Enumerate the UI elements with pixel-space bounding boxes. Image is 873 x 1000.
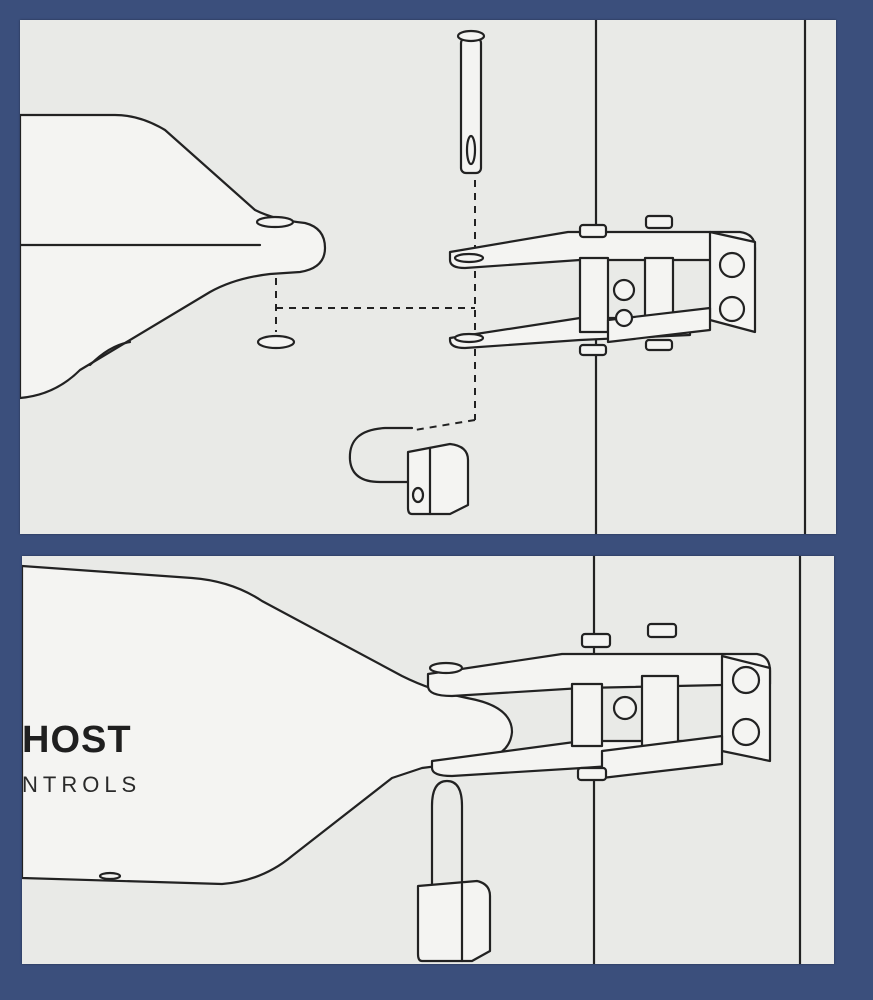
bolt-head	[614, 308, 634, 328]
bracket-bolts	[578, 214, 746, 357]
bolt-head	[578, 223, 608, 239]
hinge-pin-top	[428, 661, 464, 675]
bolt-head	[644, 214, 674, 230]
bolt-head	[612, 278, 636, 302]
bolt-head	[646, 622, 678, 639]
pin-head	[456, 29, 486, 43]
gate-arm	[20, 113, 327, 400]
assembled-view-panel: HOST NTROLS	[22, 556, 834, 964]
padlock-body	[416, 879, 492, 963]
padlock	[348, 426, 470, 516]
padlock-shackle	[348, 426, 414, 484]
gate-arm-detail	[88, 340, 132, 367]
gate-arm	[22, 564, 514, 886]
padlock-shackle	[430, 779, 464, 888]
padlock	[416, 779, 492, 963]
pin-slot	[465, 134, 477, 166]
padlock-body	[406, 442, 470, 516]
brand-logo: HOST	[22, 719, 132, 761]
exploded-assembly-drawing	[20, 20, 807, 534]
bracket-post-right	[640, 674, 680, 748]
top-plate-hole	[453, 252, 485, 264]
arm-pivot-hole	[255, 215, 295, 229]
bolt-head	[731, 717, 761, 747]
padlock-guide-line	[414, 419, 476, 431]
bracket-post-left	[578, 256, 610, 334]
washer	[256, 334, 296, 350]
bracket-post-left	[570, 682, 604, 748]
bolt-head	[578, 343, 608, 357]
bolt-head	[612, 695, 638, 721]
bolt-head	[580, 632, 612, 649]
bracket-lower-rail	[606, 306, 712, 344]
bolt-head	[576, 766, 608, 782]
brand-logo-subtext: NTROLS	[22, 772, 141, 797]
exploded-assembly-panel	[20, 20, 836, 534]
assembled-view-drawing: HOST NTROLS	[22, 556, 802, 964]
bracket-bolts	[576, 622, 761, 782]
bolt-head	[731, 665, 761, 695]
keyhole	[411, 486, 425, 504]
bottom-plate-hole	[453, 332, 485, 344]
arm-hole	[98, 871, 122, 881]
bolt-head	[718, 295, 746, 323]
bolt-head	[644, 338, 674, 352]
bolt-head	[718, 251, 746, 279]
